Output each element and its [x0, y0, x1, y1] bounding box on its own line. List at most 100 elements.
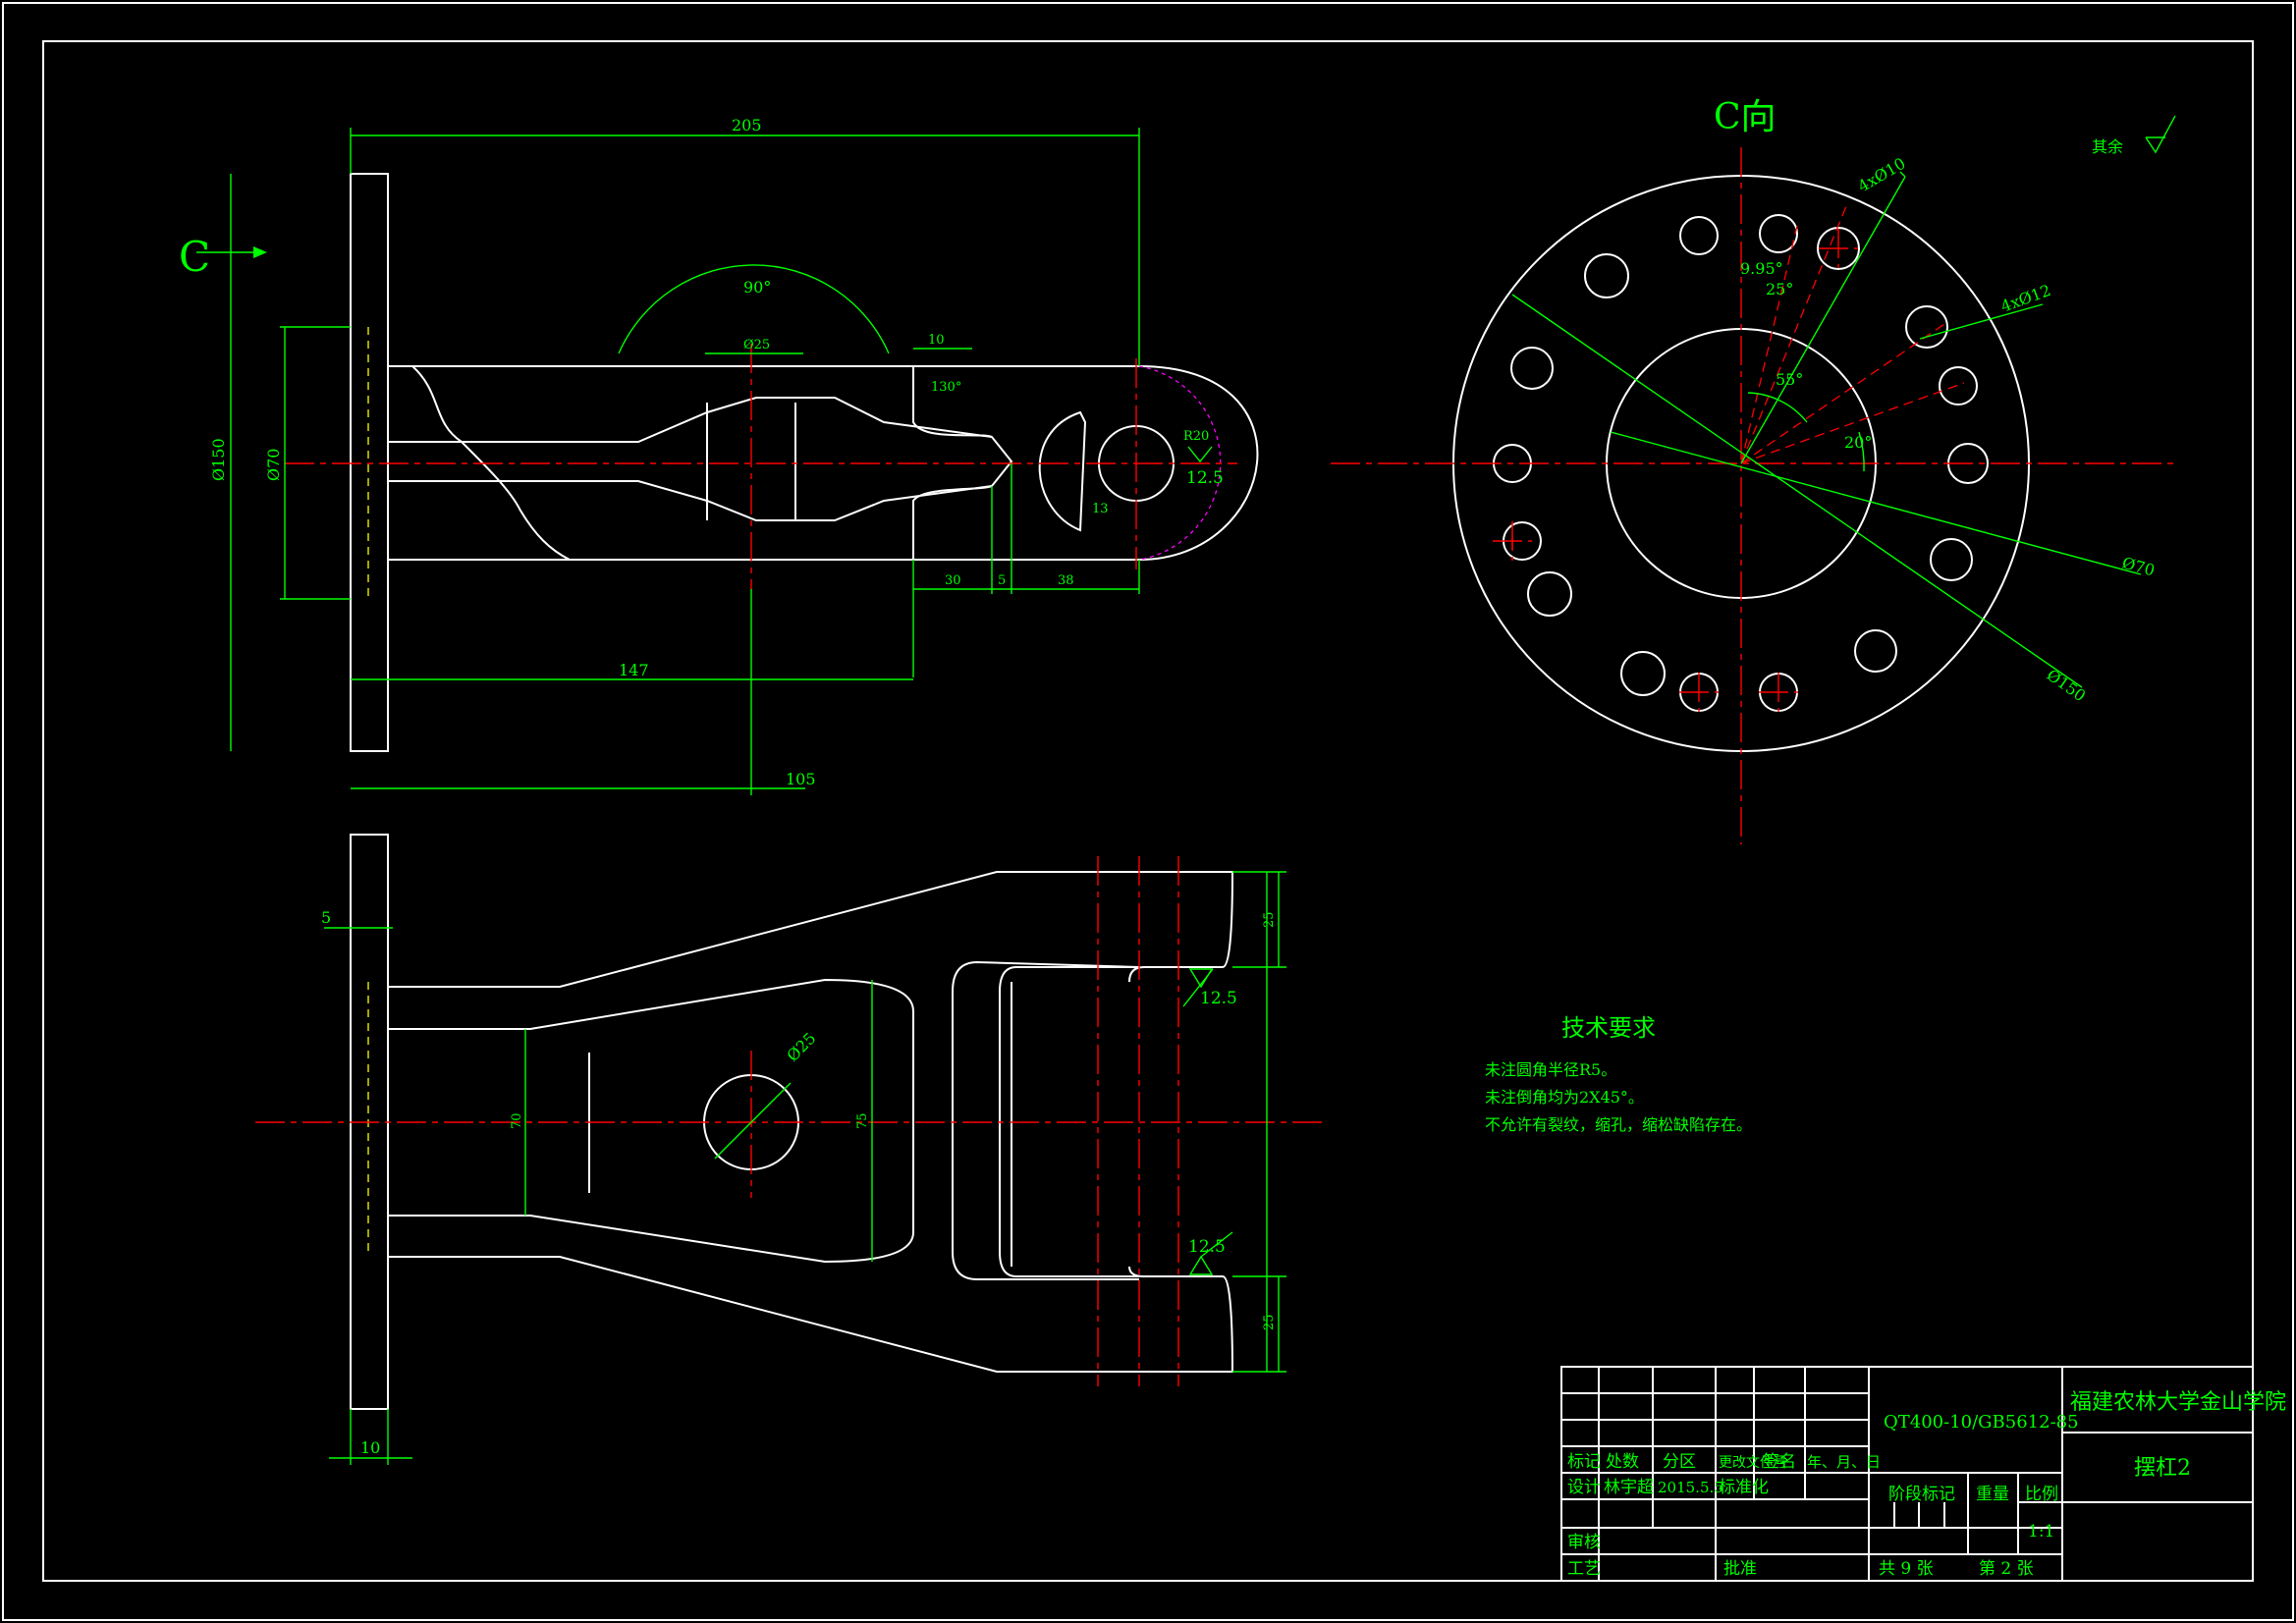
break-line — [411, 365, 571, 561]
hdr-docno: 更改文件号 — [1719, 1455, 1787, 1471]
bolt-hole — [1527, 571, 1572, 617]
dim-90deg: 90° — [743, 278, 771, 297]
leader-4x10 — [1740, 176, 1906, 464]
fork-upper — [388, 871, 1234, 988]
dim-phi25: Ø25 — [783, 1029, 819, 1065]
roughness-a: 12.5 — [1200, 989, 1237, 1008]
dim-10: 10 — [928, 333, 945, 348]
hdr-date: 年、月、日 — [1807, 1453, 1881, 1471]
surface-note: 其余 — [2092, 137, 2123, 156]
lbl-approve: 批准 — [1723, 1559, 1757, 1579]
tech-title: 技术要求 — [1561, 1014, 1656, 1042]
tech-line-1: 未注圆角半径R5。 — [1485, 1060, 1616, 1079]
angle-20: 20° — [1844, 433, 1872, 452]
angle-arc-90 — [618, 264, 890, 354]
hole-cross — [1679, 673, 1719, 712]
leader-4x12 — [1919, 303, 2044, 340]
mid-rows — [1869, 1472, 2062, 1555]
bolt-hole — [1817, 227, 1860, 270]
dim-phi150: Ø150 — [209, 438, 228, 481]
tech-requirements: 技术要求 未注圆角半径R5。 未注倒角均为2X45°。 不允许有裂纹，缩孔，缩松… — [1485, 1014, 1752, 1134]
dim-r20: R20 — [1183, 429, 1209, 444]
hdr-sign: 签名 — [1763, 1452, 1796, 1472]
angle-25: 25° — [1766, 280, 1793, 298]
angle-55: 55° — [1776, 370, 1803, 389]
roughness-symbol — [1188, 1255, 1214, 1275]
val-sheets: 共 9 张 — [1879, 1559, 1934, 1579]
dim-13: 13 — [1092, 502, 1109, 516]
bolt-hole — [1930, 538, 1973, 581]
arm-outline — [388, 365, 1139, 561]
dim-105: 105 — [786, 770, 816, 788]
bolt-hole — [1620, 651, 1666, 696]
dim-130deg: 130° — [931, 380, 961, 395]
flange-plate — [350, 173, 389, 752]
leader-phi70 — [1610, 431, 2142, 575]
tech-line-3: 不允许有裂纹，缩孔，缩松缺陷存在。 — [1485, 1115, 1752, 1134]
leader-tail — [1899, 171, 1906, 178]
bolt-hole — [1905, 305, 1948, 349]
dim-70: 70 — [510, 1112, 524, 1129]
view-label-c: C向 — [1714, 97, 1777, 137]
hole-cross — [1493, 521, 1532, 561]
inner-frame — [42, 40, 2254, 1582]
lbl-process: 工艺 — [1567, 1559, 1601, 1579]
hdr-count: 处数 — [1606, 1452, 1639, 1472]
c-view: 4xØ10 4xØ12 9.95° 25° 55° 20° Ø70 Ø150 C… — [1331, 97, 2176, 844]
angle-ray — [1740, 382, 1965, 464]
hole-cross — [1819, 229, 1858, 268]
lbl-std: 标准化 — [1719, 1478, 1769, 1497]
val-designer: 林宇超 — [1604, 1478, 1654, 1497]
label-4xphi12: 4xØ12 — [1998, 281, 2053, 316]
part-name: 摆杠2 — [2134, 1456, 2191, 1481]
angle-arc — [1747, 392, 1808, 423]
hole-cross — [1759, 673, 1798, 712]
dim-75: 75 — [855, 1112, 870, 1129]
hdr-mark: 标记 — [1567, 1452, 1601, 1472]
dim-25a: 25 — [1262, 911, 1277, 928]
view-marker-c: C — [179, 233, 210, 281]
val-sheet-no: 第 2 张 — [1979, 1559, 2034, 1579]
mid-cols — [1967, 1367, 2063, 1581]
fork-lower — [388, 1256, 1234, 1373]
front-view: 205 Ø150 Ø70 90° Ø25 10 130° 30 5 38 13 … — [179, 116, 1259, 795]
boss-edges — [706, 403, 796, 520]
angle-ray — [1740, 323, 1945, 464]
bolt-hole — [1584, 253, 1629, 298]
dim-phi70: Ø70 — [264, 449, 283, 481]
lbl-review: 审核 — [1567, 1533, 1601, 1552]
bolt-hole — [1510, 347, 1554, 390]
roughness-symbol — [1187, 446, 1213, 463]
material: QT400-10/GB5612-85 — [1884, 1412, 2079, 1433]
dim-25b: 25 — [1262, 1314, 1277, 1330]
dim-30: 30 — [945, 573, 961, 588]
school-name: 福建农林大学金山学院 — [2070, 1390, 2286, 1415]
roughness-mark — [2145, 115, 2176, 154]
label-4xphi10: 4xØ10 — [1855, 154, 1909, 196]
dim-205: 205 — [732, 116, 762, 135]
grid-cols — [1598, 1367, 1870, 1581]
dim-38: 38 — [1058, 573, 1074, 588]
title-block: 标记 处数 分区 更改文件号 签名 年、月、日 设计 林宇超 2015.5.5 … — [1560, 1366, 2286, 1582]
stage-cells — [1893, 1501, 2062, 1528]
label-phi150: Ø150 — [2044, 666, 2090, 706]
dim-10: 10 — [360, 1438, 380, 1457]
bolt-hole — [1939, 366, 1978, 406]
bolt-hole — [1679, 216, 1719, 255]
leader-phi150 — [1511, 294, 2083, 688]
val-scale: 1:1 — [2028, 1522, 2054, 1542]
bolt-hole — [1854, 629, 1897, 673]
angle-9-95: 9.95° — [1740, 259, 1783, 278]
dim-147: 147 — [619, 661, 649, 679]
arrow-head — [253, 246, 267, 258]
lbl-design: 设计 — [1567, 1478, 1601, 1497]
roughness-leader — [1200, 1231, 1233, 1258]
tech-line-2: 未注倒角均为2X45°。 — [1485, 1088, 1644, 1107]
bolt-hole — [1759, 214, 1798, 253]
lbl-weight: 重量 — [1976, 1485, 2009, 1504]
hdr-zone: 分区 — [1663, 1452, 1696, 1472]
rib — [912, 366, 993, 560]
dim-phi25: Ø25 — [743, 338, 770, 352]
